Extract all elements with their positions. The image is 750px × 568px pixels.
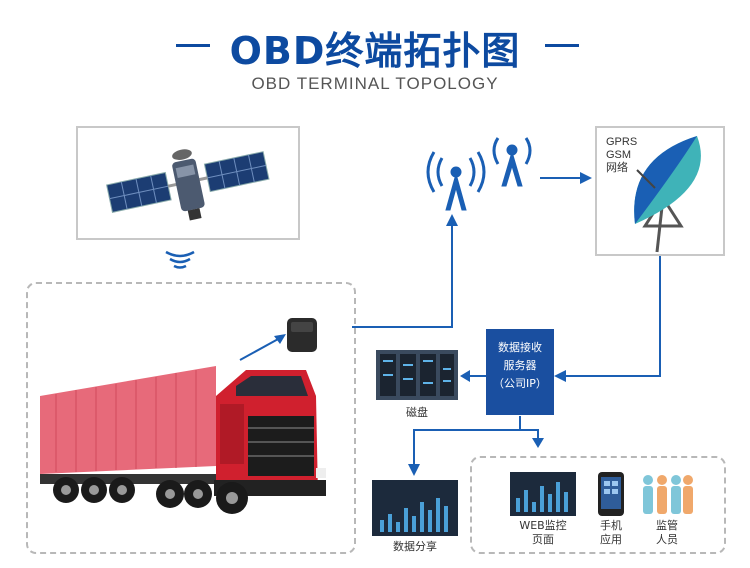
server-label-3: （公司IP） xyxy=(493,377,547,390)
monitoring-clients-area xyxy=(470,456,726,554)
data-share-label: 数据分享 xyxy=(393,540,437,553)
data-share-chart-icon xyxy=(372,480,458,536)
satellite-dish-icon xyxy=(634,136,701,253)
network-label-gsm: GSM xyxy=(606,149,632,161)
page-subtitle: OBD TERMINAL TOPOLOGY xyxy=(251,74,499,93)
web-label-1: WEB监控 xyxy=(519,519,567,532)
cell-tower-icon xyxy=(426,137,532,211)
satellite-panel xyxy=(76,126,300,240)
vehicle-area xyxy=(26,282,356,554)
truck-image xyxy=(40,366,326,514)
supervisors-label: 监管 人员 xyxy=(644,519,690,547)
server-label-1: 数据接收 xyxy=(498,341,542,354)
network-label: GPRS GSM 网络 xyxy=(606,136,637,175)
title-bar-right xyxy=(545,44,579,47)
title-bar-left xyxy=(176,44,210,47)
web-label-2: 页面 xyxy=(532,533,554,546)
satellite-icon xyxy=(106,149,270,221)
vehicle-to-tower-connector xyxy=(352,214,458,328)
wireless-signal-icon xyxy=(165,250,195,269)
truck-to-obd-arrow xyxy=(239,334,286,361)
disk-storage-icon xyxy=(376,350,458,400)
tower-to-network-arrow xyxy=(540,172,592,184)
server-to-outputs-connector xyxy=(408,416,544,476)
people-label-2: 人员 xyxy=(656,533,678,546)
web-monitor-icon xyxy=(510,472,576,516)
obd-device-icon xyxy=(287,318,317,352)
phone-label-2: 应用 xyxy=(600,533,622,546)
web-monitor-label: WEB监控 页面 xyxy=(500,519,586,547)
network-label-net: 网络 xyxy=(606,162,628,174)
disk-label: 磁盘 xyxy=(406,406,428,419)
network-panel xyxy=(595,126,725,256)
phone-label-1: 手机 xyxy=(600,519,622,532)
mobile-app-label: 手机 应用 xyxy=(588,519,634,547)
people-label-1: 监管 xyxy=(656,519,678,532)
server-label-2: 服务器 xyxy=(503,359,537,372)
server-to-disk-arrow xyxy=(460,370,486,382)
supervisors-icon xyxy=(643,475,693,514)
network-to-server-connector xyxy=(554,256,661,382)
data-server-box: 数据接收 服务器 （公司IP） xyxy=(486,329,554,415)
network-label-gprs: GPRS xyxy=(606,136,638,148)
mobile-phone-icon xyxy=(598,472,624,516)
page-title: OBD终端拓扑图 xyxy=(229,29,521,73)
